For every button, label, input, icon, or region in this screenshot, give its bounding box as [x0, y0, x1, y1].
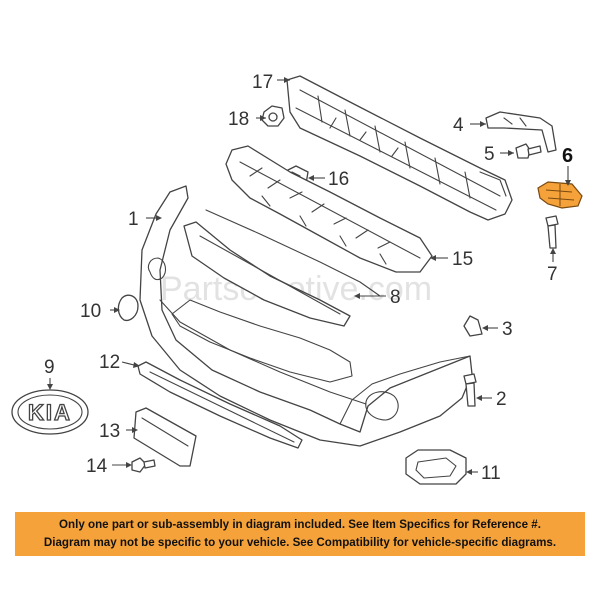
part-4-bracket [485, 111, 557, 153]
callout-14: 14 [86, 456, 108, 477]
part-13-license-bracket [133, 407, 197, 467]
part-5-bolt [515, 143, 542, 159]
part-10-cap [117, 294, 139, 322]
part-9-emblem: KIA [11, 389, 89, 435]
callout-18: 18 [228, 109, 249, 130]
callout-13: 13 [99, 421, 120, 442]
part-11-fog-bezel [405, 449, 467, 485]
part-17-reinforcement-beam [286, 75, 513, 221]
part-12-lower-grille [137, 361, 303, 449]
callout-15: 15 [452, 249, 473, 270]
part-2-bolt [463, 373, 477, 407]
emblem-logo-text: KIA [28, 400, 72, 425]
part-3-clip [463, 315, 483, 337]
callout-12: 12 [99, 352, 120, 373]
callout-10: 10 [80, 301, 101, 322]
notice-line-1: Only one part or sub-assembly in diagram… [59, 518, 541, 531]
part-15-energy-absorber [225, 145, 433, 273]
callout-9: 9 [44, 357, 55, 378]
callout-1: 1 [128, 209, 139, 230]
part-8-upper-grille [183, 209, 381, 327]
callout-8: 8 [390, 287, 401, 308]
callout-7: 7 [547, 264, 558, 285]
part-18-nut [261, 105, 285, 127]
callout-2: 2 [496, 389, 507, 410]
callout-6: 6 [562, 145, 573, 167]
callout-3: 3 [502, 319, 513, 340]
callout-4: 4 [453, 115, 464, 136]
callout-5: 5 [484, 144, 495, 165]
callout-11: 11 [481, 463, 501, 484]
callout-16: 16 [328, 169, 349, 190]
notice-banner: Only one part or sub-assembly in diagram… [15, 512, 585, 556]
callout-17: 17 [252, 72, 273, 93]
part-1-bumper-cover [139, 185, 473, 447]
part-7-bolt [545, 215, 559, 249]
part-14-screw [131, 457, 156, 473]
leader-lines [47, 77, 571, 475]
part-6-bracket-highlighted [537, 181, 583, 209]
notice-line-2: Diagram may not be specific to your vehi… [43, 536, 557, 549]
